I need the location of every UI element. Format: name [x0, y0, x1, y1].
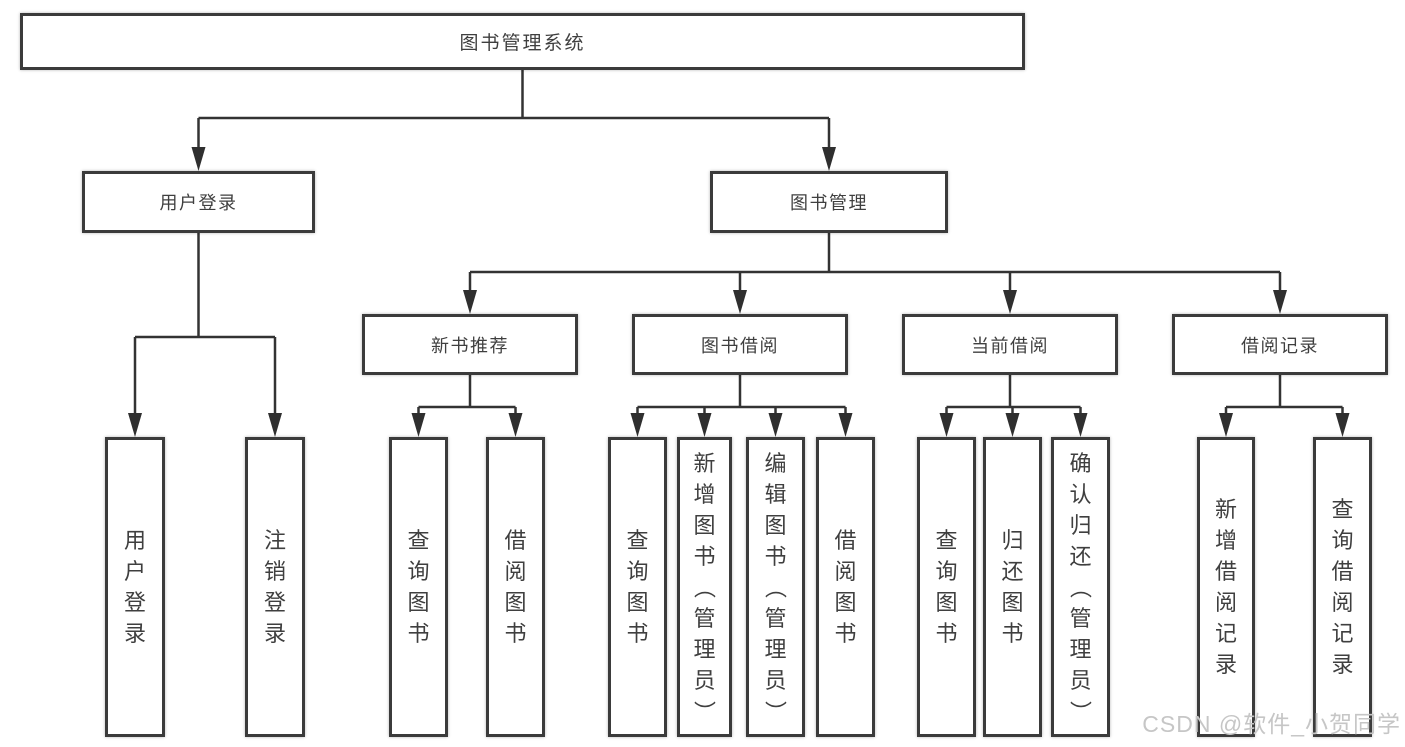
node-label: 借阅图书	[504, 528, 527, 646]
csdn-watermark: CSDN @软件_小贺同学	[1142, 711, 1401, 737]
node-label: 新增图书（管理员）	[691, 450, 717, 723]
node-label: 查询图书	[407, 528, 430, 646]
arrowhead	[1335, 413, 1350, 437]
connector-root-to-level2	[191, 70, 836, 171]
connector-records-to-leaves	[1219, 375, 1350, 437]
connector-login-to-leaves	[128, 233, 282, 437]
node-label: 编辑图书（管理员）	[762, 450, 788, 723]
leaf-edit-book-admin: 编辑图书（管理员）	[746, 437, 805, 737]
arrowhead	[1273, 290, 1287, 314]
node-new-book-recommend: 新书推荐	[362, 314, 578, 375]
node-borrowing-records: 借阅记录	[1172, 314, 1388, 375]
leaf-return-book: 归还图书	[983, 437, 1042, 737]
node-label: 注销登录	[263, 528, 286, 646]
arrowhead	[939, 413, 954, 437]
arrowhead	[191, 147, 206, 171]
node-label: 新书推荐	[431, 335, 509, 356]
leaf-confirm-return-admin: 确认归还（管理员）	[1051, 437, 1110, 737]
arrowhead	[1003, 290, 1017, 314]
node-label: 查询借阅记录	[1331, 497, 1354, 677]
arrowhead	[822, 147, 836, 171]
leaf-add-borrow-record: 新增借阅记录	[1197, 437, 1255, 737]
arrowhead	[768, 413, 783, 437]
leaf-query-borrow-record: 查询借阅记录	[1313, 437, 1372, 737]
node-current-borrowing: 当前借阅	[902, 314, 1118, 375]
connector-recommend-to-leaves	[411, 375, 523, 437]
node-label: 借阅记录	[1241, 335, 1319, 356]
leaf-query-books-current: 查询图书	[917, 437, 976, 737]
node-label: 用户登录	[123, 528, 146, 646]
node-label: 查询图书	[626, 528, 649, 646]
leaf-borrow-books: 借阅图书	[816, 437, 875, 737]
node-book-management: 图书管理	[710, 171, 948, 233]
node-label: 确认归还（管理员）	[1067, 450, 1093, 723]
node-label: 新增借阅记录	[1214, 497, 1237, 677]
arrowhead	[838, 413, 853, 437]
leaf-borrow-books-recommend: 借阅图书	[486, 437, 545, 737]
connector-management-to-level3	[463, 233, 1287, 314]
node-label: 图书借阅	[701, 335, 779, 356]
arrowhead	[1073, 413, 1088, 437]
node-user-login: 用户登录	[82, 171, 315, 233]
node-book-borrowing: 图书借阅	[632, 314, 848, 375]
leaf-logout: 注销登录	[245, 437, 305, 737]
leaf-add-book-admin: 新增图书（管理员）	[677, 437, 732, 737]
arrowhead	[1005, 413, 1020, 437]
connector-current-to-leaves	[939, 375, 1088, 437]
leaf-query-books-recommend: 查询图书	[389, 437, 448, 737]
leaf-user-login: 用户登录	[105, 437, 165, 737]
arrowhead	[733, 290, 747, 314]
node-label: 归还图书	[1001, 528, 1024, 646]
arrowhead	[268, 413, 282, 437]
arrowhead	[508, 413, 523, 437]
arrowhead	[630, 413, 645, 437]
node-label: 图书管理	[790, 193, 868, 213]
arrowhead	[411, 413, 426, 437]
node-label: 查询图书	[935, 528, 958, 646]
leaf-query-books-borrow: 查询图书	[608, 437, 667, 737]
node-label: 借阅图书	[834, 528, 857, 646]
node-label: 用户登录	[159, 193, 238, 213]
node-library-management-system: 图书管理系统	[20, 13, 1025, 70]
arrowhead	[697, 413, 712, 437]
arrowhead	[128, 413, 142, 437]
connector-borrow-to-leaves	[630, 375, 853, 437]
node-label: 当前借阅	[971, 335, 1049, 356]
arrowhead	[1219, 413, 1233, 437]
node-label: 图书管理系统	[459, 33, 586, 54]
arrowhead	[463, 290, 477, 314]
